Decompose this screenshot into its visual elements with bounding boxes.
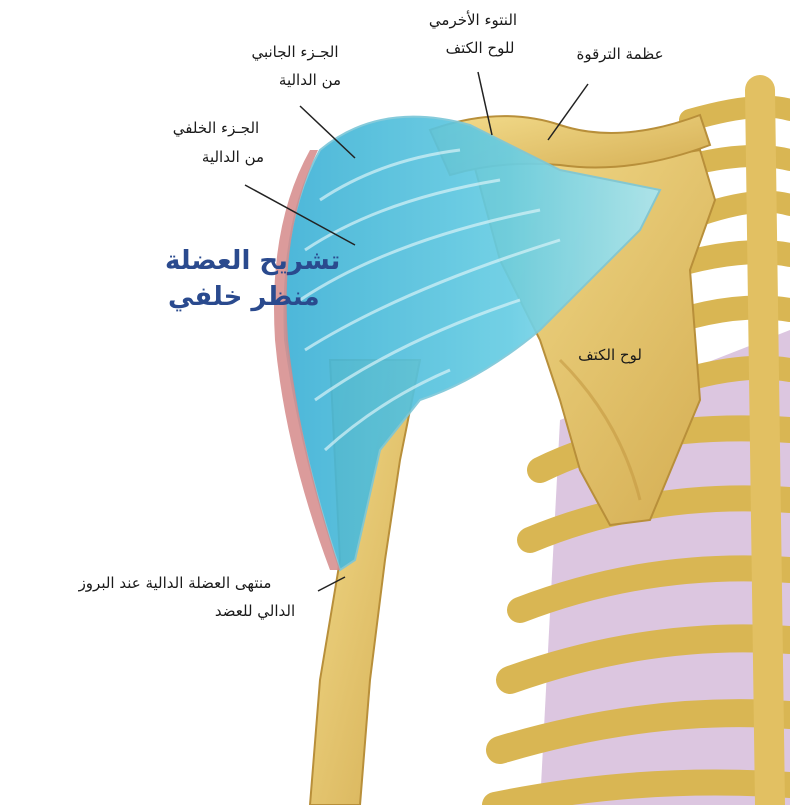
label-lateral-line1: الجـزء الجانبي [225, 42, 365, 62]
figure-title-line1: تشريح العضلة [165, 244, 340, 278]
figure-title-line2: منظر خلفي [168, 280, 320, 314]
label-posterior-line1: الجـزء الخلفي [146, 118, 286, 138]
label-clavicle: عظمة الترقوة [555, 44, 685, 64]
label-acromion-line2: للوح الكتف [420, 38, 540, 58]
label-acromion-line1: النتوء الأخرمي [408, 10, 538, 30]
label-posterior-line2: من الدالية [178, 147, 288, 167]
label-lateral-line2: من الدالية [255, 70, 365, 90]
label-insertion-line2: الدالي للعضد [190, 601, 320, 621]
spine [760, 90, 770, 805]
label-scapula: لوح الكتف [560, 345, 660, 365]
label-insertion-line1: منتهى العضلة الدالية عند البروز [30, 573, 320, 593]
